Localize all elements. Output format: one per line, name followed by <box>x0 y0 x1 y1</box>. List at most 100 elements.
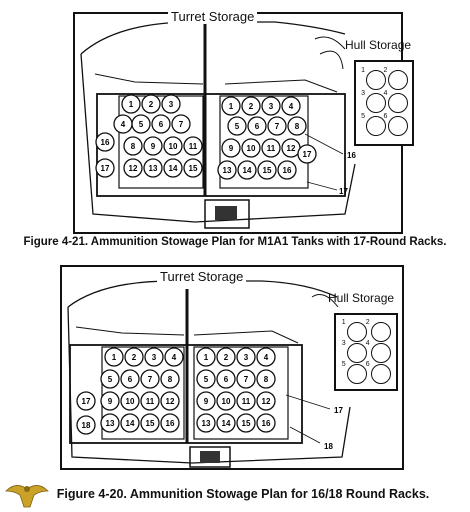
hull-round-slot: 2 <box>383 67 409 91</box>
ammo-round-slot <box>95 158 115 178</box>
ammo-round-number: 17 <box>101 164 110 173</box>
ammo-round-number: 6 <box>255 122 260 131</box>
ammo-round-slot <box>257 160 277 180</box>
ammo-round-number: 6 <box>224 375 229 384</box>
ammo-round-slot <box>76 415 96 435</box>
equipment-block <box>189 446 231 468</box>
ammo-round-slot <box>236 413 256 433</box>
ammo-round-number: 16 <box>101 138 110 147</box>
ammo-round-number: 2 <box>149 100 154 109</box>
ammo-round-number: 1 <box>204 353 209 362</box>
ammo-round-slot <box>217 160 237 180</box>
ammo-round-number: 13 <box>106 419 115 428</box>
ammo-round-number: 7 <box>179 120 184 129</box>
callout-16: 16 <box>347 151 356 160</box>
ammo-round-number: 10 <box>247 144 256 153</box>
hull-round-slot: 2 <box>366 319 391 343</box>
ammo-round-slot <box>100 369 120 389</box>
ammo-round-number: 3 <box>244 353 249 362</box>
hull-round-number: 6 <box>383 113 388 121</box>
ammo-round-number: 5 <box>139 120 144 129</box>
ammo-round-slot <box>76 391 96 411</box>
ammo-round-number: 11 <box>242 397 251 406</box>
ammo-round-slot <box>140 369 160 389</box>
ammo-round-slot <box>164 347 184 367</box>
ammo-round-slot <box>124 347 144 367</box>
ammo-round-slot <box>151 114 171 134</box>
ammo-round-slot <box>227 116 247 136</box>
tank-outline <box>94 73 204 85</box>
ammo-round-number: 12 <box>262 397 271 406</box>
ammo-round-slot <box>160 391 180 411</box>
ammo-round-slot <box>100 413 120 433</box>
ammo-round-number: 12 <box>287 144 296 153</box>
ammo-round-number: 8 <box>131 142 136 151</box>
ammo-round-slot <box>236 369 256 389</box>
ammo-round-slot <box>241 138 261 158</box>
ammo-round-number: 15 <box>263 166 272 175</box>
hull-round-number: 2 <box>365 319 370 327</box>
ammo-round-number: 13 <box>202 419 211 428</box>
ammo-round-slot <box>104 347 124 367</box>
ammo-round-number: 9 <box>204 397 209 406</box>
callout-18: 18 <box>324 442 333 451</box>
tank-outline <box>224 79 338 93</box>
ammo-round-number: 6 <box>159 120 164 129</box>
ammo-round-number: 11 <box>189 142 198 151</box>
ammo-round-number: 8 <box>264 375 269 384</box>
ammo-door-left <box>101 346 185 440</box>
ammo-round-slot <box>143 158 163 178</box>
ammo-round-slot <box>163 158 183 178</box>
ammo-round-number: 4 <box>172 353 177 362</box>
hull-round-slot: 6 <box>383 113 409 137</box>
ammo-round-number: 9 <box>229 144 234 153</box>
ammo-round-slot <box>196 347 216 367</box>
ammo-round-number: 14 <box>243 166 252 175</box>
ammo-round-number: 6 <box>128 375 133 384</box>
ammo-round-slot <box>120 413 140 433</box>
equipment-block <box>215 206 237 220</box>
callout-17: 17 <box>334 406 343 415</box>
hull-round-slot: 4 <box>383 90 409 114</box>
ammo-round-slot <box>256 391 276 411</box>
ammo-round-slot <box>297 144 317 164</box>
ammo-round-number: 18 <box>82 421 91 430</box>
ammo-round-slot <box>121 94 141 114</box>
hull-round-number: 1 <box>341 319 346 327</box>
ammo-round-number: 4 <box>264 353 269 362</box>
hull-round-number: 5 <box>361 113 365 121</box>
tank-outline <box>80 21 346 55</box>
ammo-round-number: 7 <box>244 375 249 384</box>
hull-storage-title: Hull Storage <box>328 291 395 305</box>
ammo-round-number: 16 <box>283 166 292 175</box>
hull-round-number: 1 <box>361 67 365 75</box>
ammo-round-number: 8 <box>295 122 300 131</box>
ammo-round-slot <box>196 391 216 411</box>
ammo-round-slot <box>141 94 161 114</box>
hull-round-slot: 5 <box>361 113 387 137</box>
ammo-round-number: 3 <box>169 100 174 109</box>
ammo-round-slot <box>247 116 267 136</box>
ammo-round-slot <box>277 160 297 180</box>
ammo-round-slot <box>196 369 216 389</box>
ammo-round-slot <box>163 136 183 156</box>
hull-round-slot: 1 <box>361 67 387 91</box>
ammo-round-slot <box>216 369 236 389</box>
ammo-round-slot <box>123 136 143 156</box>
tank-outline <box>67 280 338 308</box>
ammo-round-number: 14 <box>169 164 178 173</box>
ammo-round-number: 1 <box>129 100 134 109</box>
ammo-round-number: 1 <box>229 102 234 111</box>
ammo-round-number: 10 <box>169 142 178 151</box>
hull-round-slot: 4 <box>366 340 391 364</box>
ammo-round-number: 13 <box>223 166 232 175</box>
ammo-round-slot <box>120 391 140 411</box>
hull-round-slot: 3 <box>342 340 367 364</box>
